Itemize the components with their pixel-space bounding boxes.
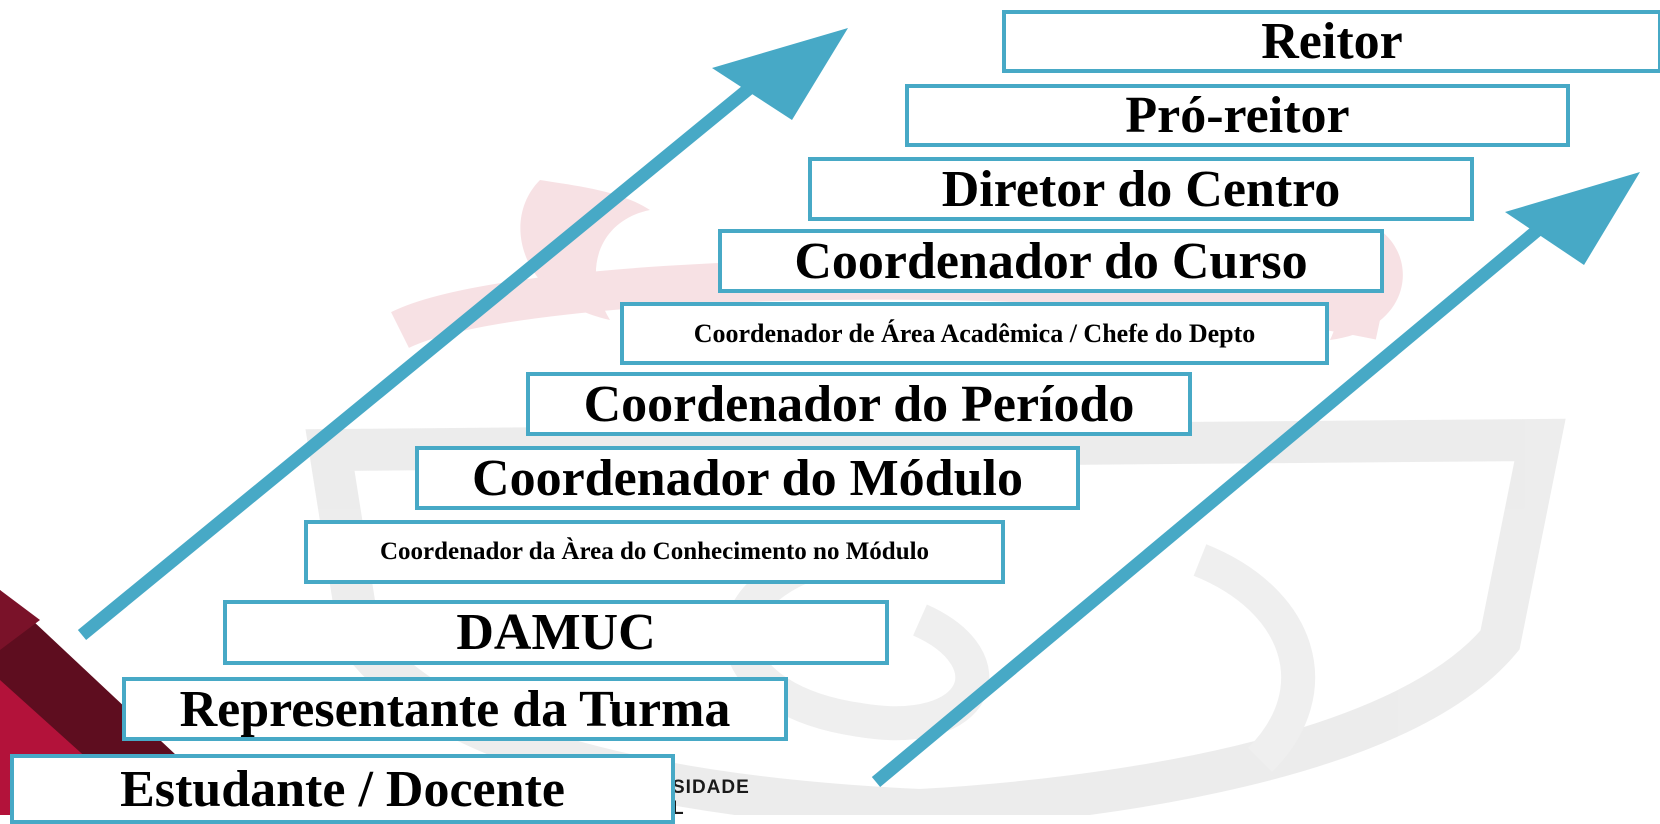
step-label: DAMUC <box>456 604 656 661</box>
university-logo-text-line1: SIDADE <box>672 777 750 798</box>
step-label: Pró-reitor <box>1125 87 1350 144</box>
step-diretor-do-centro: Diretor do Centro <box>808 157 1474 221</box>
step-coordenador-area-academica: Coordenador de Área Acadêmica / Chefe do… <box>620 302 1329 365</box>
step-pro-reitor: Pró-reitor <box>905 84 1570 147</box>
step-coordenador-do-modulo: Coordenador do Módulo <box>415 446 1080 510</box>
step-reitor: Reitor <box>1002 10 1660 73</box>
step-coordenador-do-curso: Coordenador do Curso <box>718 229 1384 293</box>
step-label: Coordenador do Período <box>583 375 1135 433</box>
step-coordenador-do-periodo: Coordenador do Período <box>526 372 1192 436</box>
step-label: Representante da Turma <box>179 680 731 738</box>
step-coordenador-area-conhecimento: Coordenador da Àrea do Conhecimento no M… <box>304 520 1005 584</box>
step-label: Coordenador da Àrea do Conhecimento no M… <box>379 538 930 565</box>
step-representante-da-turma: Representante da Turma <box>122 677 788 741</box>
step-label: Coordenador do Curso <box>794 232 1308 290</box>
step-label: Reitor <box>1261 13 1403 70</box>
step-label: Coordenador de Área Acadêmica / Chefe do… <box>693 318 1256 348</box>
step-label: Coordenador do Módulo <box>472 449 1023 507</box>
step-estudante-docente: Estudante / Docente <box>10 754 675 824</box>
university-logo-text-line2: L <box>672 798 685 819</box>
step-damuc: DAMUC <box>223 600 889 665</box>
step-label: Diretor do Centro <box>941 160 1341 218</box>
step-label: Estudante / Docente <box>120 760 565 818</box>
